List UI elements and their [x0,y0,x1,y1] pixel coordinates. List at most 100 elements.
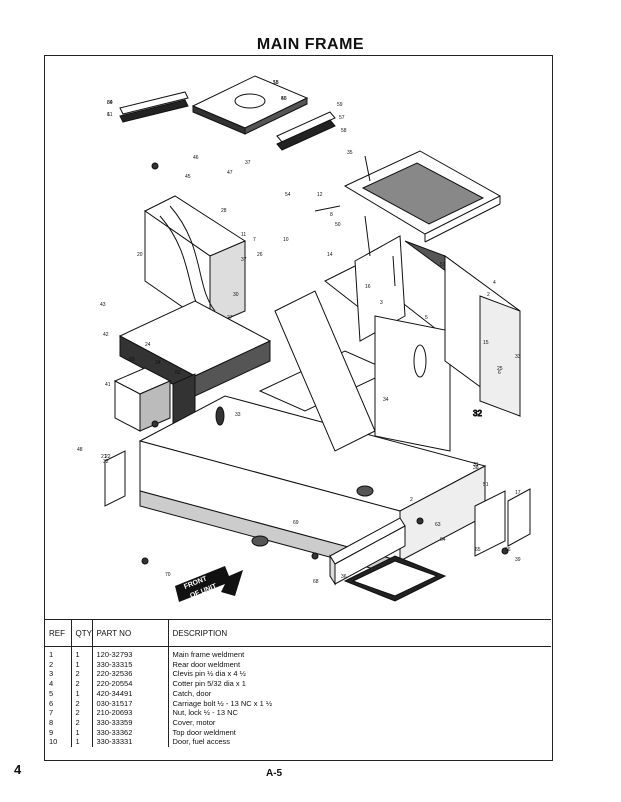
header-qty: QTY [71,620,93,647]
exploded-parts-illustration: 32 [77,75,531,602]
callout-number: 11 [241,232,246,238]
pivot-bushings [215,406,374,547]
callout-number: 14 [327,252,333,258]
header-ref: REF [45,620,72,647]
top-door-grille [343,150,502,243]
front-of-unit-arrow: FRONT OF UNIT [175,566,243,602]
ref-cell: 2 [45,659,72,670]
callout-number: 63 [435,522,441,528]
callout-number: 41 [105,382,111,388]
callout-number: 68 [313,579,319,585]
qty-cell: 2 [71,669,93,680]
header-part-no: PART NO [92,620,169,647]
seat-base [118,300,272,397]
callout-number: 43 [100,302,106,308]
callout-number: 55 [273,80,279,86]
description-cell: Cotter pin 5/32 dia x 1 [172,679,246,689]
fuel-access-door [104,450,126,507]
part-no-cell: 420-34491 [92,688,169,699]
callout-number: 27 [227,315,233,321]
qty-cell: 1 [71,688,93,699]
qty-cell: 1 [71,737,93,748]
description-cell: Carriage bolt ½ - 13 NC x 1 ½ [172,698,273,708]
motor-cover [329,517,406,586]
callout-number: 34 [383,397,389,403]
parts-table-header: REF QTY PART NO DESCRIPTION [45,620,551,647]
callout-number: 34 [155,360,161,366]
callout-number: 58 [341,128,347,134]
callout-number: 18 [273,80,279,86]
description-cell: Nut, lock ½ - 13 NC [172,708,238,718]
callout-number: 30 [233,292,239,298]
part-no-cell: 030-31517 [92,698,169,709]
callout-number: 69 [129,357,135,363]
qty-cell: 1 [71,659,93,670]
exploded-diagram: 32 [45,56,551,619]
callout-number: 56 [281,96,287,102]
part-no-cell: 220-20554 [92,679,169,689]
callout-number: 20 [137,252,143,258]
callout-number: 2 [410,497,413,503]
page-title: MAIN FRAME [256,36,365,53]
main-frame-weldment [138,350,487,577]
callout-number: 39 [515,557,521,563]
callout-number: 25 [497,366,503,372]
callout-number: 12 [317,192,323,198]
page-number-left: 4 [14,762,22,777]
part-no-cell: 330-33315 [92,659,169,670]
callout-number: 22 [105,454,111,460]
description-cell: Top door weldment [172,727,236,737]
bolts-and-fasteners [141,155,509,565]
callout-number: 61 [107,112,113,118]
callout-number: 59 [337,102,343,108]
header-description: DESCRIPTION [168,620,551,647]
description-cell: Cover, motor [172,717,216,727]
rear-door-weldment: 32 [404,240,521,419]
callout-number: 45 [185,174,191,180]
part-no-cell: 120-32793 [92,646,169,660]
description-cell: Clevis pin ½ dia x 4 ½ [172,669,246,679]
side-rail-part [276,111,336,151]
callout-number: 7 [253,237,256,243]
part-no-cell: 330-33331 [92,737,169,748]
qty-cell: 2 [71,717,93,728]
callout-number: 57 [339,115,345,121]
ref-cell: 10 [45,737,72,748]
callout-number: 31 [473,462,479,468]
callout-number: 51 [483,482,489,488]
callout-number: 54 [285,192,291,198]
qty-cell: 1 [71,646,93,660]
callout-number: 37 [245,160,251,166]
callout-number: 3 [380,300,383,306]
callout-number: 24 [145,342,151,348]
callout-number: 62 [175,370,181,376]
ref-cell: 5 [45,688,72,699]
callout-number: 38 [473,465,479,471]
callout-number: 6 [498,370,501,376]
callout-number: 32 [103,459,109,465]
part-no-cell: 220-32536 [92,669,169,680]
callout-number: 34 [107,100,113,106]
callout-number: 8 [330,212,333,218]
callout-number: 1 [107,112,110,118]
qty-cell: 2 [71,679,93,689]
hinge-brackets [474,488,531,557]
description-cell: Catch, door [172,688,212,698]
callout-number: 5 [425,315,428,321]
seat-plate-part [191,75,309,135]
callout-number: 36 [341,574,347,580]
ref-cell: 8 [45,717,72,728]
callout-number: 69 [293,520,299,526]
part-no-cell: 330-33359 [92,717,169,728]
